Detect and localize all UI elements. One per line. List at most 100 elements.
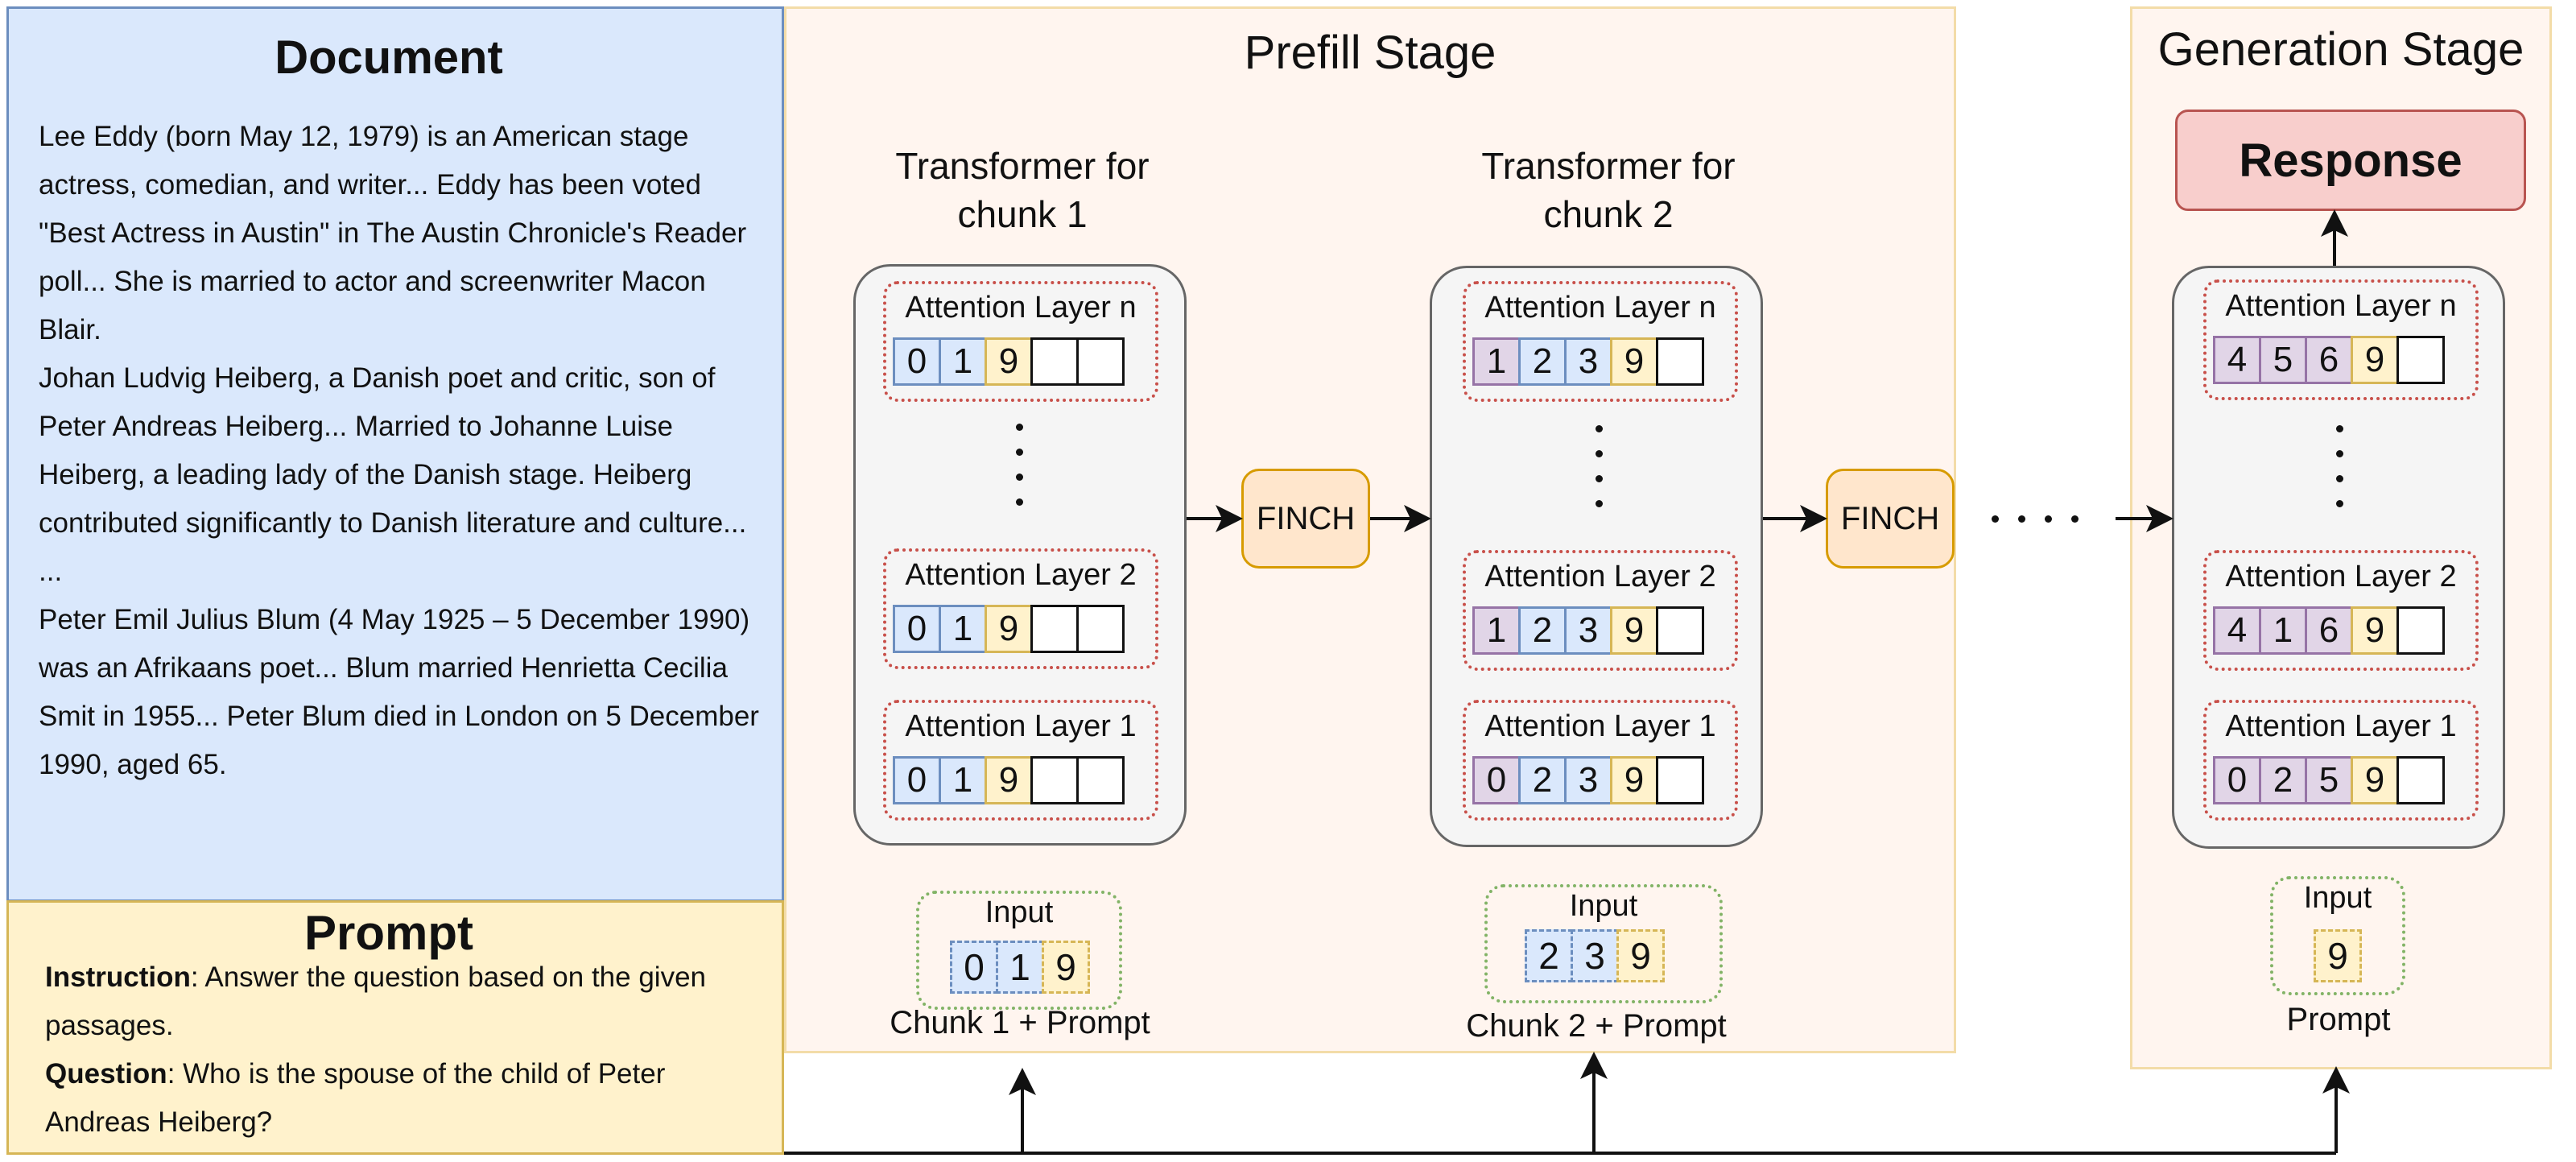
kv-cell: 5 bbox=[2305, 756, 2353, 804]
input-token: 3 bbox=[1571, 929, 1619, 982]
prefill-stage-title: Prefill Stage bbox=[1244, 27, 1496, 79]
input-label: Input bbox=[2303, 881, 2372, 915]
kv-cell bbox=[1076, 337, 1125, 386]
kv-cell: 1 bbox=[939, 337, 987, 386]
kv-cell: 1 bbox=[2259, 606, 2307, 655]
kv-cell: 1 bbox=[939, 605, 987, 653]
kv-cell bbox=[1656, 337, 1704, 386]
kv-cell bbox=[1030, 605, 1079, 653]
kv-cell: 3 bbox=[1564, 606, 1612, 655]
horizontal-ellipsis bbox=[1982, 515, 2088, 523]
response-box: Response bbox=[2175, 110, 2526, 211]
input-token: 9 bbox=[1042, 941, 1090, 994]
input-token: 2 bbox=[1525, 929, 1573, 982]
kv-cell: 0 bbox=[2213, 756, 2261, 804]
prompt-text: Instruction: Answer the question based o… bbox=[45, 953, 770, 1147]
kv-cell: 0 bbox=[893, 605, 941, 653]
layer-label: Attention Layer n bbox=[2225, 289, 2457, 323]
kv-cell: 2 bbox=[1518, 756, 1567, 804]
layer-label: Attention Layer 2 bbox=[2225, 560, 2457, 593]
document-paragraph: Peter Emil Julius Blum (4 May 1925 – 5 D… bbox=[39, 604, 759, 780]
input-caption-chunk2: Chunk 2 + Prompt bbox=[1466, 1008, 1727, 1044]
transformer-chunk1-title: Transformer for chunk 1 bbox=[895, 145, 1150, 235]
input-token-cells: 9 bbox=[2314, 929, 2362, 982]
kv-cell bbox=[1656, 756, 1704, 804]
kv-cell bbox=[1076, 756, 1125, 804]
finch-box-2: FINCH bbox=[1826, 469, 1955, 569]
kv-cell: 6 bbox=[2305, 606, 2353, 655]
kv-cell: 2 bbox=[1518, 337, 1567, 386]
document-panel bbox=[6, 6, 784, 902]
layer-label: Attention Layer n bbox=[1484, 291, 1716, 325]
vertical-ellipsis bbox=[1011, 415, 1027, 515]
input-box-prompt: Input 9 bbox=[2270, 876, 2405, 995]
instruction-text: : Answer the question based on the given… bbox=[45, 961, 706, 1041]
kv-cell: 9 bbox=[2351, 606, 2399, 655]
input-token: 9 bbox=[2314, 929, 2362, 982]
kv-cell bbox=[1030, 337, 1079, 386]
kv-cell bbox=[1076, 605, 1125, 653]
prompt-panel bbox=[6, 900, 784, 1155]
kv-cell bbox=[2396, 606, 2445, 655]
question-label: Question bbox=[45, 1058, 167, 1090]
input-label: Input bbox=[985, 895, 1054, 929]
kv-cell: 0 bbox=[893, 756, 941, 804]
layer-label: Attention Layer n bbox=[905, 291, 1137, 325]
kv-cell: 1 bbox=[939, 756, 987, 804]
kv-cell: 6 bbox=[2305, 336, 2353, 384]
input-caption-chunk1: Chunk 1 + Prompt bbox=[890, 1005, 1150, 1040]
kv-cell: 9 bbox=[1610, 337, 1658, 386]
prompt-question: Question: Who is the spouse of the child… bbox=[45, 1050, 770, 1147]
kv-cell: 2 bbox=[2259, 756, 2307, 804]
kv-cell: 9 bbox=[2351, 336, 2399, 384]
kv-cell: 1 bbox=[1472, 337, 1521, 386]
kv-cell: 2 bbox=[1518, 606, 1567, 655]
kv-cell bbox=[2396, 336, 2445, 384]
question-text: : Who is the spouse of the child of Pete… bbox=[45, 1058, 666, 1138]
kv-cell: 4 bbox=[2213, 336, 2261, 384]
document-paragraph: Johan Ludvig Heiberg, a Danish poet and … bbox=[39, 362, 747, 539]
generation-stage-title: Generation Stage bbox=[2157, 23, 2524, 76]
kv-cell: 3 bbox=[1564, 756, 1612, 804]
vertical-ellipsis bbox=[1591, 416, 1607, 516]
kv-cell bbox=[2396, 756, 2445, 804]
document-text: Lee Eddy (born May 12, 1979) is an Ameri… bbox=[39, 113, 763, 789]
layer-label: Attention Layer 1 bbox=[1484, 709, 1716, 743]
kv-cell: 9 bbox=[2351, 756, 2399, 804]
prompt-instruction: Instruction: Answer the question based o… bbox=[45, 953, 770, 1050]
finch-box-1: FINCH bbox=[1241, 469, 1370, 569]
input-token: 9 bbox=[1616, 929, 1665, 982]
kv-cell: 9 bbox=[1610, 606, 1658, 655]
layer-label: Attention Layer 2 bbox=[905, 558, 1137, 592]
prompt-title: Prompt bbox=[304, 906, 473, 960]
document-paragraph: ... bbox=[39, 556, 63, 587]
vertical-ellipsis bbox=[2331, 416, 2347, 516]
layer-label: Attention Layer 1 bbox=[905, 709, 1137, 743]
transformer-chunk2-title: Transformer for chunk 2 bbox=[1481, 145, 1736, 235]
layer-label: Attention Layer 2 bbox=[1484, 560, 1716, 593]
kv-cell: 3 bbox=[1564, 337, 1612, 386]
kv-cell: 0 bbox=[1472, 756, 1521, 804]
input-label: Input bbox=[1569, 889, 1638, 923]
